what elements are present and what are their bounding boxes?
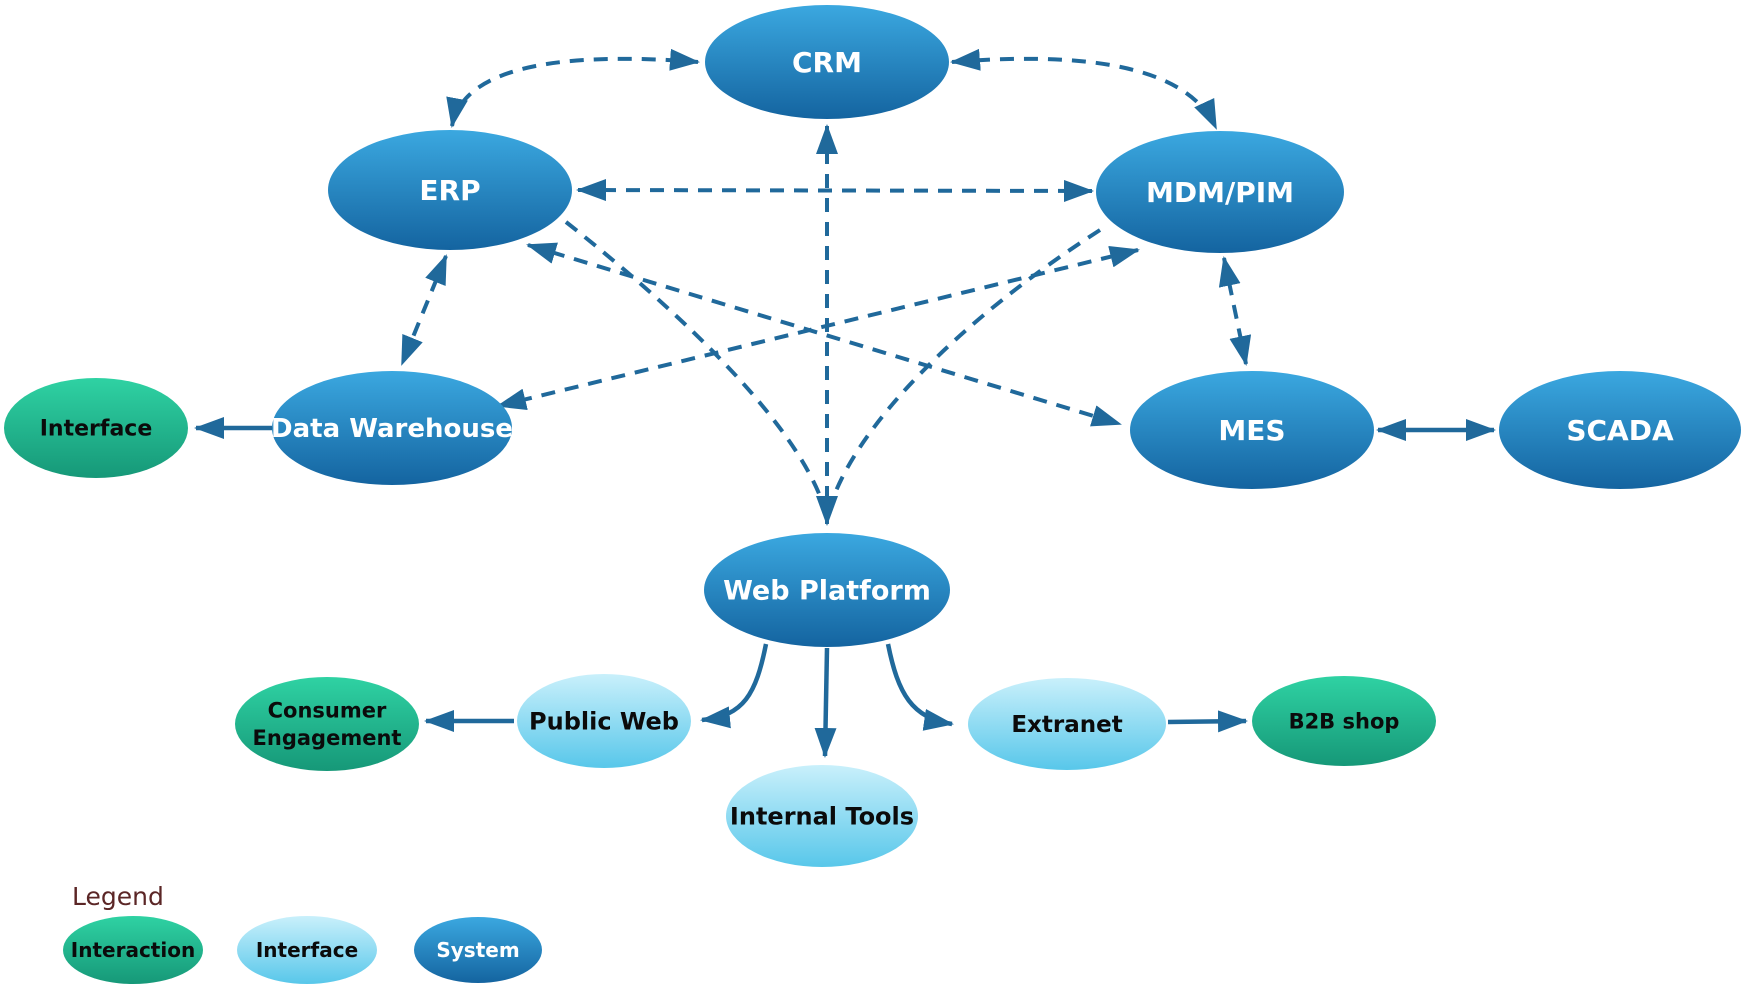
node-internal-tools: Internal Tools bbox=[726, 765, 918, 867]
edge-web_platform-public_web-solid-arrow bbox=[700, 643, 769, 729]
node-data-warehouse: Data Warehouse bbox=[271, 371, 513, 485]
edge-layer bbox=[194, 48, 1496, 758]
legend-item-legend-system-label: System bbox=[436, 938, 519, 962]
node-public-web-label: Public Web bbox=[529, 707, 679, 735]
node-crm: CRM bbox=[705, 5, 949, 119]
node-b2b-shop-label: B2B shop bbox=[1289, 709, 1400, 733]
node-web-platform-ellipse bbox=[704, 533, 950, 647]
edge-web_platform-extranet-solid-arrow bbox=[885, 643, 954, 731]
legend-item-legend-interaction: Interaction bbox=[63, 916, 203, 984]
edge-mdm_pim-web_platform-dashed-arrow bbox=[829, 228, 1102, 505]
node-scada-ellipse bbox=[1499, 371, 1741, 489]
edge-extranet-b2b_shop-solid-arrow bbox=[1167, 710, 1248, 733]
node-crm-label: CRM bbox=[792, 46, 862, 79]
node-mdm-pim-label: MDM/PIM bbox=[1146, 176, 1294, 209]
node-b2b-shop-ellipse bbox=[1252, 676, 1436, 766]
edge-erp-data_warehouse-dashed-arrow bbox=[400, 254, 448, 366]
edge-erp-crm-dashed-arrow bbox=[446, 48, 700, 128]
node-extranet-label: Extranet bbox=[1011, 712, 1122, 738]
legend-item-legend-interface-ellipse bbox=[237, 916, 377, 984]
edge-mdm_pim-data_warehouse-dashed-arrow bbox=[496, 245, 1140, 411]
node-erp-label: ERP bbox=[419, 174, 480, 207]
node-extranet: Extranet bbox=[968, 678, 1166, 770]
edge-web_platform-internal_tools-solid-arrow bbox=[814, 647, 837, 758]
node-public-web-ellipse bbox=[517, 674, 691, 768]
node-public-web: Public Web bbox=[517, 674, 691, 768]
node-interface-node: Interface bbox=[4, 378, 188, 478]
edge-mdm_pim-mes-dashed-arrow bbox=[1218, 256, 1252, 366]
node-scada: SCADA bbox=[1499, 371, 1741, 489]
node-consumer-engagement-ellipse bbox=[235, 677, 419, 771]
node-interface-node-label: Interface bbox=[40, 417, 153, 442]
node-mes-ellipse bbox=[1130, 371, 1374, 489]
node-layer: CRM ERP MDM/PIM Interface Data Warehouse MES S… bbox=[4, 5, 1741, 984]
edge-crm-mdm_pim-dashed-arrow bbox=[950, 48, 1218, 130]
node-web-platform: Web Platform bbox=[704, 533, 950, 647]
node-b2b-shop: B2B shop bbox=[1252, 676, 1436, 766]
node-mdm-pim: MDM/PIM bbox=[1096, 131, 1344, 253]
legend: Legend bbox=[72, 882, 164, 911]
node-internal-tools-ellipse bbox=[726, 765, 918, 867]
node-interface-node-ellipse bbox=[4, 378, 188, 478]
node-internal-tools-label: Internal Tools bbox=[730, 802, 914, 830]
node-mes: MES bbox=[1130, 371, 1374, 489]
node-scada-label: SCADA bbox=[1566, 414, 1674, 447]
legend-item-legend-interaction-ellipse bbox=[63, 916, 203, 984]
node-extranet-ellipse bbox=[968, 678, 1166, 770]
node-data-warehouse-label: Data Warehouse bbox=[271, 414, 513, 444]
edge-erp-web_platform-dashed-arrow bbox=[564, 220, 825, 505]
legend-item-legend-interaction-label: Interaction bbox=[71, 938, 195, 962]
node-erp-ellipse bbox=[328, 130, 572, 250]
node-erp: ERP bbox=[328, 130, 572, 250]
node-mes-label: MES bbox=[1218, 414, 1285, 447]
edge-erp-mes-dashed-arrow bbox=[526, 242, 1122, 427]
legend-item-legend-system-ellipse bbox=[414, 917, 542, 983]
node-data-warehouse-ellipse bbox=[272, 371, 512, 485]
node-crm-ellipse bbox=[705, 5, 949, 119]
node-mdm-pim-ellipse bbox=[1096, 131, 1344, 253]
legend-item-legend-interface: Interface bbox=[237, 916, 377, 984]
legend-title: Legend bbox=[72, 882, 164, 911]
legend-item-legend-interface-label: Interface bbox=[256, 938, 358, 962]
legend-item-legend-system: System bbox=[414, 917, 542, 983]
node-web-platform-label: Web Platform bbox=[723, 575, 931, 606]
edge-erp-mdm_pim-dashed-arrow bbox=[576, 179, 1094, 202]
